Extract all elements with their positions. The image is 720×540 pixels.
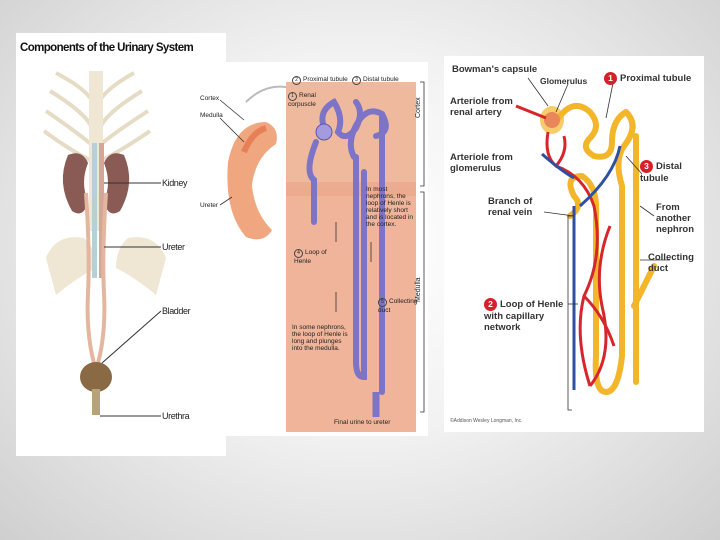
urinary-system-panel: Components of the Urinary System	[16, 33, 226, 456]
copyright-text: ©Addison Wesley Longman, Inc.	[450, 418, 523, 424]
urethra-label: Urethra	[162, 411, 190, 421]
long-loop-note: In some nephrons, the loop of Henle is l…	[292, 324, 348, 352]
step-badge-2: 2	[484, 298, 497, 311]
step-badge-2: 2	[292, 76, 301, 85]
step-badge-3: 3	[352, 76, 361, 85]
urinary-system-title: Components of the Urinary System	[20, 42, 194, 54]
ureter-label-2: Ureter	[200, 202, 219, 209]
glomerulus-label: Glomerulus	[540, 76, 588, 86]
step-badge-4: 4	[294, 249, 303, 258]
bowmans-capsule-label: Bowman's capsule	[452, 64, 538, 75]
arteriole-renal-artery-label: Arteriole from renal artery	[450, 96, 513, 118]
step-badge-5: 5	[378, 298, 387, 307]
final-urine-label: Final urine to ureter	[334, 419, 391, 426]
nephron-section-illustration	[219, 81, 425, 432]
from-another-nephron-label: From another nephron	[656, 202, 694, 235]
medulla-label: Medulla	[200, 112, 223, 119]
step-badge-3: 3	[640, 160, 653, 173]
bladder-label: Bladder	[162, 306, 191, 316]
cortex-label: Cortex	[200, 95, 220, 102]
step-badge-1: 1	[288, 92, 297, 101]
nephron-blood-supply-illustration	[515, 77, 670, 411]
urinary-system-illustration	[42, 71, 166, 417]
short-loop-note: In most nephrons, the loop of Henle is r…	[366, 186, 413, 228]
ureter-label: Ureter	[162, 242, 185, 252]
branch-renal-vein-label: Branch of renal vein	[488, 196, 533, 218]
collecting-duct-label-3: Collecting duct	[648, 252, 694, 274]
cortex-side-label: Cortex	[415, 97, 422, 118]
step-badge-1: 1	[604, 72, 617, 85]
kidney-label: Kidney	[162, 178, 188, 188]
arteriole-glomerulus-label: Arteriole from glomerulus	[450, 152, 513, 174]
